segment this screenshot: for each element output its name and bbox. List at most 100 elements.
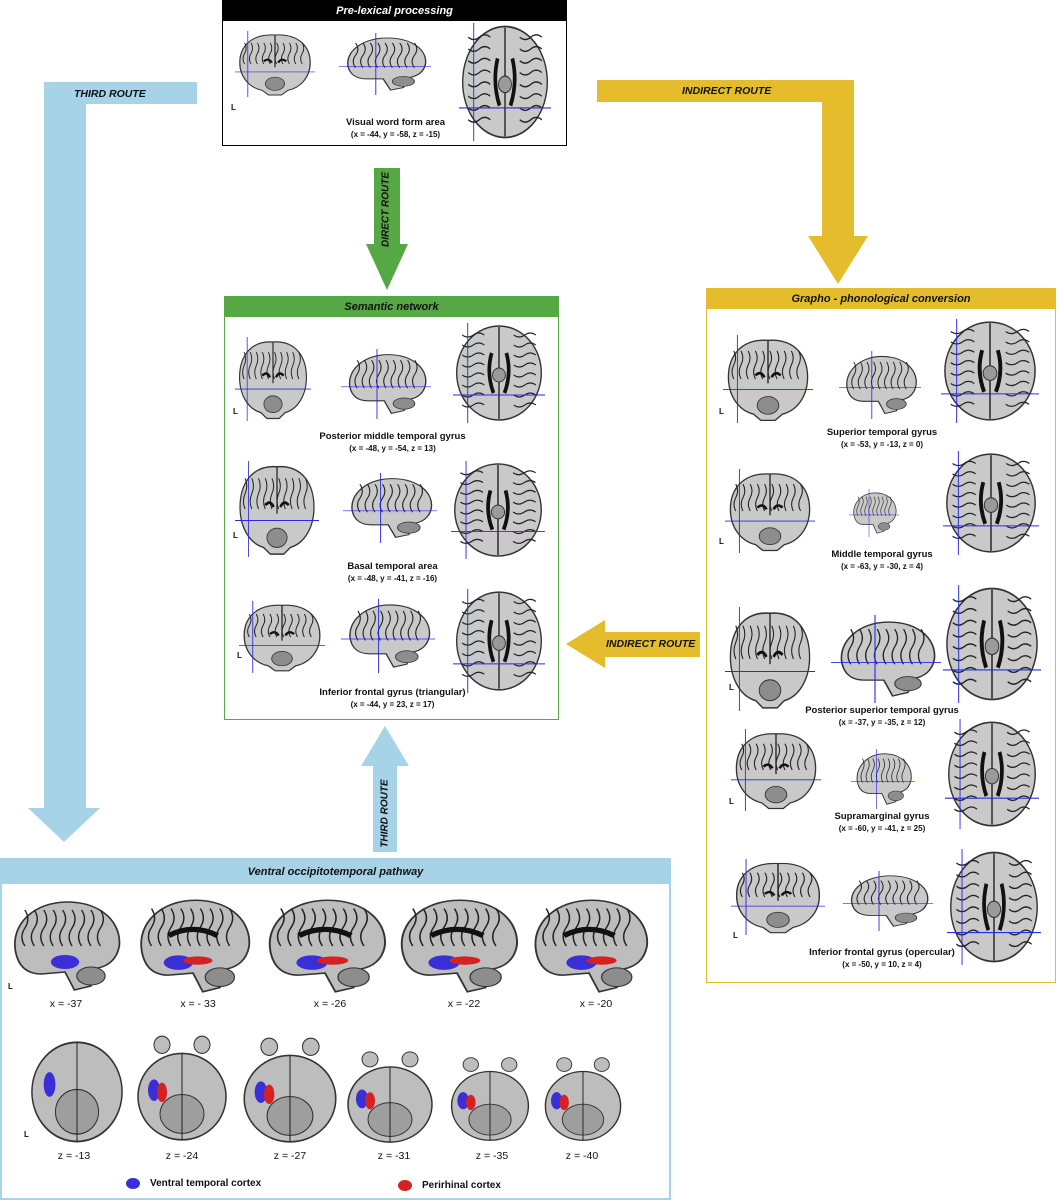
region-caption: Middle temporal gyrus (x = -63, y = -30,… — [787, 549, 977, 573]
grapho-panel: Grapho - phonological conversion L Super… — [706, 288, 1056, 983]
brain-slice-image — [235, 461, 319, 557]
region-coords: (x = -50, y = 10, z = 4) — [842, 960, 922, 969]
semantic-panel: Semantic network L Posterior middle temp… — [224, 296, 559, 720]
orientation-marker: L — [733, 931, 738, 940]
slice-label: x = -20 — [579, 998, 613, 1010]
orientation-marker: L — [237, 651, 242, 660]
brain-slice-image — [132, 894, 254, 998]
indirect-route-label-top: INDIRECT ROUTE — [682, 85, 772, 97]
indirect-route-arrow-top — [597, 80, 868, 284]
slice-label: z = -24 — [165, 1150, 199, 1162]
region-name: Posterior middle temporal gyrus — [319, 431, 466, 442]
brain-slice-image — [453, 589, 545, 693]
brain-slice-image — [339, 33, 431, 95]
region-coords: (x = -53, y = -13, z = 0) — [840, 440, 924, 449]
brain-slice-image — [947, 849, 1041, 965]
brain-slice-image — [839, 351, 921, 419]
third-route-label-bottom: THIRD ROUTE — [379, 779, 391, 848]
slice-label: z = -27 — [273, 1150, 307, 1162]
region-coords: (x = -37, y = -35, z = 12) — [838, 718, 926, 727]
region-name: Basal temporal area — [347, 561, 438, 572]
slice-label: z = -31 — [377, 1150, 411, 1162]
orientation-marker: L — [8, 982, 13, 991]
slice-label: x = -37 — [49, 998, 83, 1010]
brain-slice-image — [260, 894, 390, 998]
orientation-marker: L — [233, 407, 238, 416]
brain-slice-image — [725, 469, 815, 553]
brain-slice-image — [28, 1020, 126, 1144]
brain-slice-image — [340, 1050, 440, 1144]
third-route-arrow-up — [361, 726, 409, 852]
region-name: Superior temporal gyrus — [826, 427, 938, 438]
slice-label: z = -13 — [57, 1150, 91, 1162]
legend-label-ventral-temporal: Ventral temporal cortex — [150, 1178, 262, 1189]
slice-label: x = -26 — [313, 998, 347, 1010]
brain-slice-image — [451, 461, 545, 559]
semantic-title: Semantic network — [225, 297, 558, 317]
region-name: Inferior frontal gyrus (triangular) — [319, 687, 466, 698]
brain-slice-image — [341, 349, 431, 419]
region-caption: Visual word form area (x = -44, y = -58,… — [313, 117, 478, 141]
brain-slice-image — [941, 319, 1039, 423]
region-coords: (x = -63, y = -30, z = 4) — [840, 562, 924, 571]
brain-slice-image — [6, 896, 124, 996]
orientation-marker: L — [231, 103, 236, 112]
brain-slice-image — [731, 729, 821, 811]
region-caption: Superior temporal gyrus (x = -53, y = -1… — [787, 427, 977, 451]
slice-label: x = -22 — [447, 998, 481, 1010]
brain-slice-image — [132, 1034, 232, 1142]
orientation-marker: L — [233, 531, 238, 540]
brain-slice-image — [235, 337, 311, 421]
brain-slice-image — [843, 871, 933, 931]
legend-label-perirhinal: Perirhinal cortex — [422, 1180, 501, 1191]
region-name: Middle temporal gyrus — [831, 549, 933, 560]
orientation-marker: L — [729, 797, 734, 806]
brain-slice-image — [341, 599, 435, 673]
prelexical-title: Pre-lexical processing — [223, 1, 566, 21]
brain-slice-image — [725, 607, 815, 711]
brain-slice-image — [239, 601, 325, 673]
brain-slice-image — [851, 749, 915, 809]
region-coords: (x = -48, y = -41, z = -16) — [347, 574, 438, 583]
region-name: Supramarginal gyrus — [834, 811, 930, 822]
direct-route-arrow — [366, 168, 408, 290]
brain-slice-image — [849, 489, 899, 537]
direct-route-label: DIRECT ROUTE — [380, 172, 392, 247]
orientation-marker: L — [729, 683, 734, 692]
brain-slice-image — [442, 1056, 538, 1142]
indirect-route-label-middle: INDIRECT ROUTE — [606, 638, 696, 650]
grapho-title: Grapho - phonological conversion — [707, 289, 1055, 309]
slice-label: z = -40 — [565, 1150, 599, 1162]
region-coords: (x = -44, y = -58, z = -15) — [350, 130, 441, 139]
brain-slice-image — [238, 1036, 342, 1144]
brain-slice-image — [526, 894, 652, 998]
ventral-panel: Ventral occipitotemporal pathway L x = -… — [0, 858, 671, 1200]
region-caption: Inferior frontal gyrus (triangular) (x =… — [285, 687, 500, 711]
brain-slice-image — [831, 615, 941, 703]
region-caption: Inferior frontal gyrus (opercular) (x = … — [787, 947, 977, 971]
legend-swatch-ventral-temporal — [126, 1178, 140, 1189]
brain-slice-image — [343, 473, 437, 543]
brain-slice-image — [723, 335, 813, 423]
orientation-marker: L — [24, 1130, 29, 1139]
region-caption: Posterior middle temporal gyrus (x = -48… — [285, 431, 500, 455]
brain-slice-image — [943, 585, 1041, 703]
orientation-marker: L — [719, 407, 724, 416]
brain-slice-image — [945, 719, 1039, 829]
brain-slice-image — [453, 323, 545, 423]
orientation-marker: L — [719, 537, 724, 546]
brain-slice-image — [459, 23, 551, 141]
third-route-label-top: THIRD ROUTE — [74, 88, 146, 100]
third-route-arrow-left — [28, 82, 197, 842]
brain-slice-image — [392, 894, 522, 998]
region-coords: (x = -48, y = -54, z = 13) — [349, 444, 436, 453]
region-coords: (x = -60, y = -41, z = 25) — [838, 824, 926, 833]
brain-slice-image — [536, 1056, 630, 1142]
slice-label: z = -35 — [475, 1150, 509, 1162]
indirect-route-arrow-middle — [566, 620, 700, 668]
brain-slice-image — [235, 31, 315, 97]
region-name: Inferior frontal gyrus (opercular) — [809, 947, 955, 958]
region-caption: Supramarginal gyrus (x = -60, y = -41, z… — [787, 811, 977, 835]
slice-label: x = - 33 — [180, 998, 216, 1010]
